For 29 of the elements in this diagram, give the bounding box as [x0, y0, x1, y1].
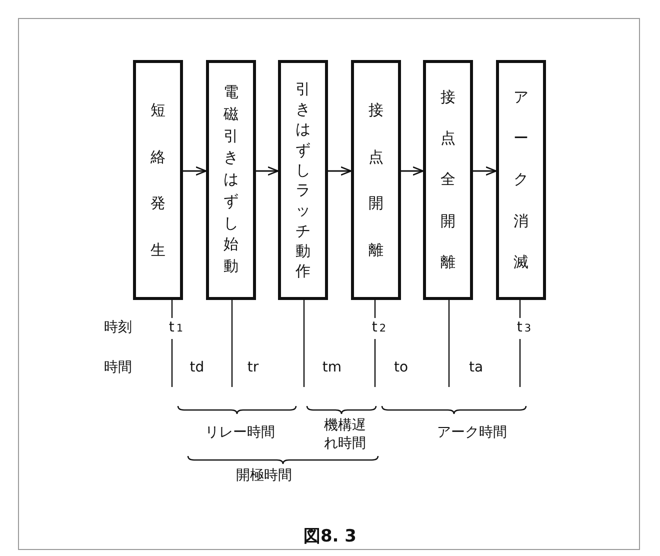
arrow — [401, 166, 424, 176]
annotation-label: tr — [247, 359, 259, 377]
box-text: 短絡発生 — [150, 100, 166, 260]
annotation-label: to — [394, 359, 408, 377]
figure-caption: 図8. 3 — [303, 526, 357, 548]
annotation-label: アーク時間 — [437, 424, 507, 442]
box-text: 接点全開離 — [440, 86, 456, 273]
annotation-label: 機構遅れ時間 — [323, 418, 367, 452]
box-text: アーク消滅 — [514, 86, 528, 273]
arrow — [256, 166, 279, 176]
annotation-label: tm — [322, 359, 342, 377]
box-text: 接点開離 — [368, 100, 384, 260]
annotation-label: ta — [468, 359, 484, 377]
annotation-label: td — [190, 359, 204, 377]
box-text: 引きはずしラッチ動作 — [296, 78, 310, 282]
box-text: 電磁引きはずし始動 — [224, 82, 238, 278]
process-box — [496, 60, 546, 300]
annotation-label: 時間 — [104, 359, 132, 377]
process-box — [133, 60, 183, 300]
arrow — [183, 166, 207, 176]
process-box — [423, 60, 473, 300]
arrow — [473, 166, 497, 176]
annotation-label: 時刻 — [104, 319, 132, 337]
process-box — [206, 60, 256, 300]
arrow — [328, 166, 352, 176]
process-box — [278, 60, 328, 300]
annotation-label: リレー時間 — [205, 424, 275, 442]
annotation-label: 開極時間 — [236, 467, 292, 485]
process-box — [351, 60, 401, 300]
